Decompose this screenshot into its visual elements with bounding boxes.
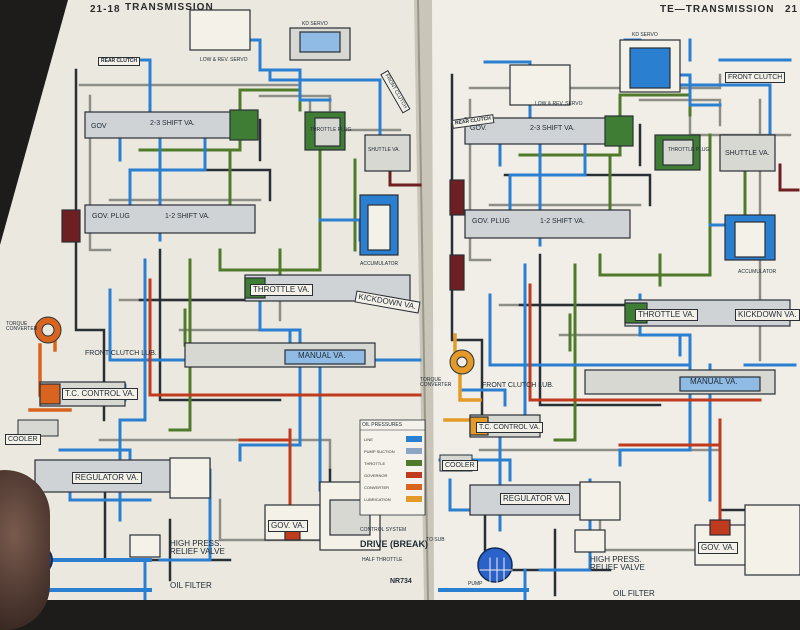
left-regulator-va-label: REGULATOR VA. bbox=[72, 472, 142, 484]
right-low-rev-servo-label: LOW & REV. SERVO bbox=[535, 101, 583, 107]
left-gov-plug-label: GOV. PLUG bbox=[92, 213, 130, 220]
legend-swatch-line bbox=[406, 436, 422, 442]
right-accumulator-label: ACCUMULATOR bbox=[738, 269, 777, 275]
left-figure-number: NR734 bbox=[390, 578, 412, 585]
right-gov-plug-label: GOV. PLUG bbox=[472, 218, 510, 225]
right-pump-label: PUMP bbox=[468, 581, 483, 587]
right-pump bbox=[477, 547, 513, 583]
left-gov-label: GOV bbox=[91, 123, 107, 130]
left-suction-lines bbox=[78, 68, 402, 542]
legend-row-governor: GOVERNOR bbox=[364, 473, 388, 478]
left-section-title: TRANSMISSION bbox=[125, 2, 214, 13]
left-half-throttle-label: HALF THROTTLE bbox=[362, 557, 403, 563]
gutter-line bbox=[417, 0, 429, 601]
left-governor-lines bbox=[148, 278, 422, 512]
right-cooler-label: COOLER bbox=[442, 460, 478, 471]
legend-swatch-lubrication bbox=[406, 496, 422, 502]
right-throttle-lines bbox=[518, 93, 747, 442]
right-regulator-va-label: REGULATOR VA. bbox=[500, 493, 570, 505]
legend-swatch-converter bbox=[406, 484, 422, 490]
left-torque-converter-label: TORQUE CONVERTER bbox=[6, 321, 38, 332]
right-gov-va-label: GOV. VA. bbox=[698, 542, 738, 554]
right-2-3-shift-label: 2-3 SHIFT VA. bbox=[530, 125, 575, 132]
right-throttle-plug-label: THROTTLE PLUG bbox=[668, 147, 710, 153]
right-darkred-lines bbox=[778, 163, 800, 192]
left-cooler-label: COOLER bbox=[5, 434, 41, 445]
left-valve-bodies bbox=[34, 9, 411, 558]
right-to-sub-label: TO SUB bbox=[426, 537, 445, 543]
left-gov-va-label: GOV. VA. bbox=[268, 520, 308, 532]
right-torque-converter-label: TORQUE CONVERTER bbox=[420, 377, 452, 388]
legend-swatches bbox=[406, 436, 422, 502]
left-throttle-va-label: THROTTLE VA. bbox=[250, 284, 313, 296]
right-throttle-va-label: THROTTLE VA. bbox=[635, 309, 698, 321]
left-torque-converter bbox=[17, 316, 62, 437]
right-governor-lines bbox=[528, 283, 762, 522]
left-throttle-lines bbox=[138, 88, 357, 432]
right-front-clutch-lub-label: FRONT CLUTCH LUB. bbox=[482, 382, 554, 389]
right-oil-filter-label: OIL FILTER bbox=[613, 589, 655, 598]
right-1-2-shift-label: 1-2 SHIFT VA. bbox=[540, 218, 585, 225]
left-rear-clutch-label: REAR CLUTCH bbox=[98, 57, 141, 66]
left-legend-title: OIL PRESSURES bbox=[362, 422, 403, 428]
right-manual-va-label: MANUAL VA. bbox=[690, 377, 738, 386]
left-low-rev-servo-label: LOW & REV. SERVO bbox=[200, 57, 248, 63]
left-control-system-label: CONTROL SYSTEM bbox=[360, 527, 407, 533]
left-front-clutch-lub-label: FRONT CLUTCH LUB. bbox=[85, 350, 157, 357]
left-diagram bbox=[0, 9, 422, 602]
legend-swatch-pump-suction bbox=[406, 448, 422, 454]
right-kd-servo-label: KD SERVO bbox=[632, 32, 658, 38]
right-shuttle-va-label: SHUTTLE VA. bbox=[725, 150, 770, 157]
right-front-clutch-label: FRONT CLUTCH bbox=[725, 72, 786, 83]
left-kd-servo-label: KD SERVO bbox=[302, 21, 328, 27]
left-shuttle-va-label: SHUTTLE VA. bbox=[368, 147, 400, 153]
right-gov-label: GOV. bbox=[470, 125, 487, 132]
right-tc-control-label: T.C. CONTROL VA. bbox=[476, 422, 544, 433]
legend-row-throttle: THROTTLE bbox=[364, 461, 386, 466]
legend-row-lubrication: LUBRICATION bbox=[364, 497, 391, 502]
right-page-number: 21 bbox=[785, 4, 799, 15]
left-manual-va-label: MANUAL VA. bbox=[298, 351, 346, 360]
right-diagram bbox=[438, 38, 800, 602]
left-throttle-plug-label: THROTTLE PLUG bbox=[310, 127, 352, 133]
left-1-2-shift-label: 1-2 SHIFT VA. bbox=[165, 213, 210, 220]
left-drive-label: DRIVE (BREAK) bbox=[360, 539, 429, 549]
legend-swatch-throttle bbox=[406, 460, 422, 466]
legend-row-converter: CONVERTER bbox=[364, 485, 390, 490]
left-accumulator-label: ACCUMULATOR bbox=[360, 261, 399, 267]
left-high-press-relief-label: HIGH PRESS. RELIEF VALVE bbox=[170, 539, 225, 556]
thumb-in-foreground bbox=[0, 470, 50, 630]
legend-row-pump-suction: PUMP SUCTION bbox=[364, 449, 395, 454]
right-kickdown-va-label: KICKDOWN VA. bbox=[735, 309, 800, 321]
left-2-3-shift-label: 2-3 SHIFT VA. bbox=[150, 120, 195, 127]
right-high-press-relief-label: HIGH PRESS. RELIEF VALVE bbox=[590, 555, 645, 572]
right-section-title: TE—TRANSMISSION bbox=[660, 4, 775, 15]
left-tc-control-label: T.C. CONTROL VA. bbox=[62, 388, 138, 400]
legend-swatch-governor bbox=[406, 472, 422, 478]
legend-row-line: LINE bbox=[364, 437, 373, 442]
left-page-number: 21-18 bbox=[90, 4, 121, 15]
left-oil-filter-label: OIL FILTER bbox=[170, 581, 212, 590]
